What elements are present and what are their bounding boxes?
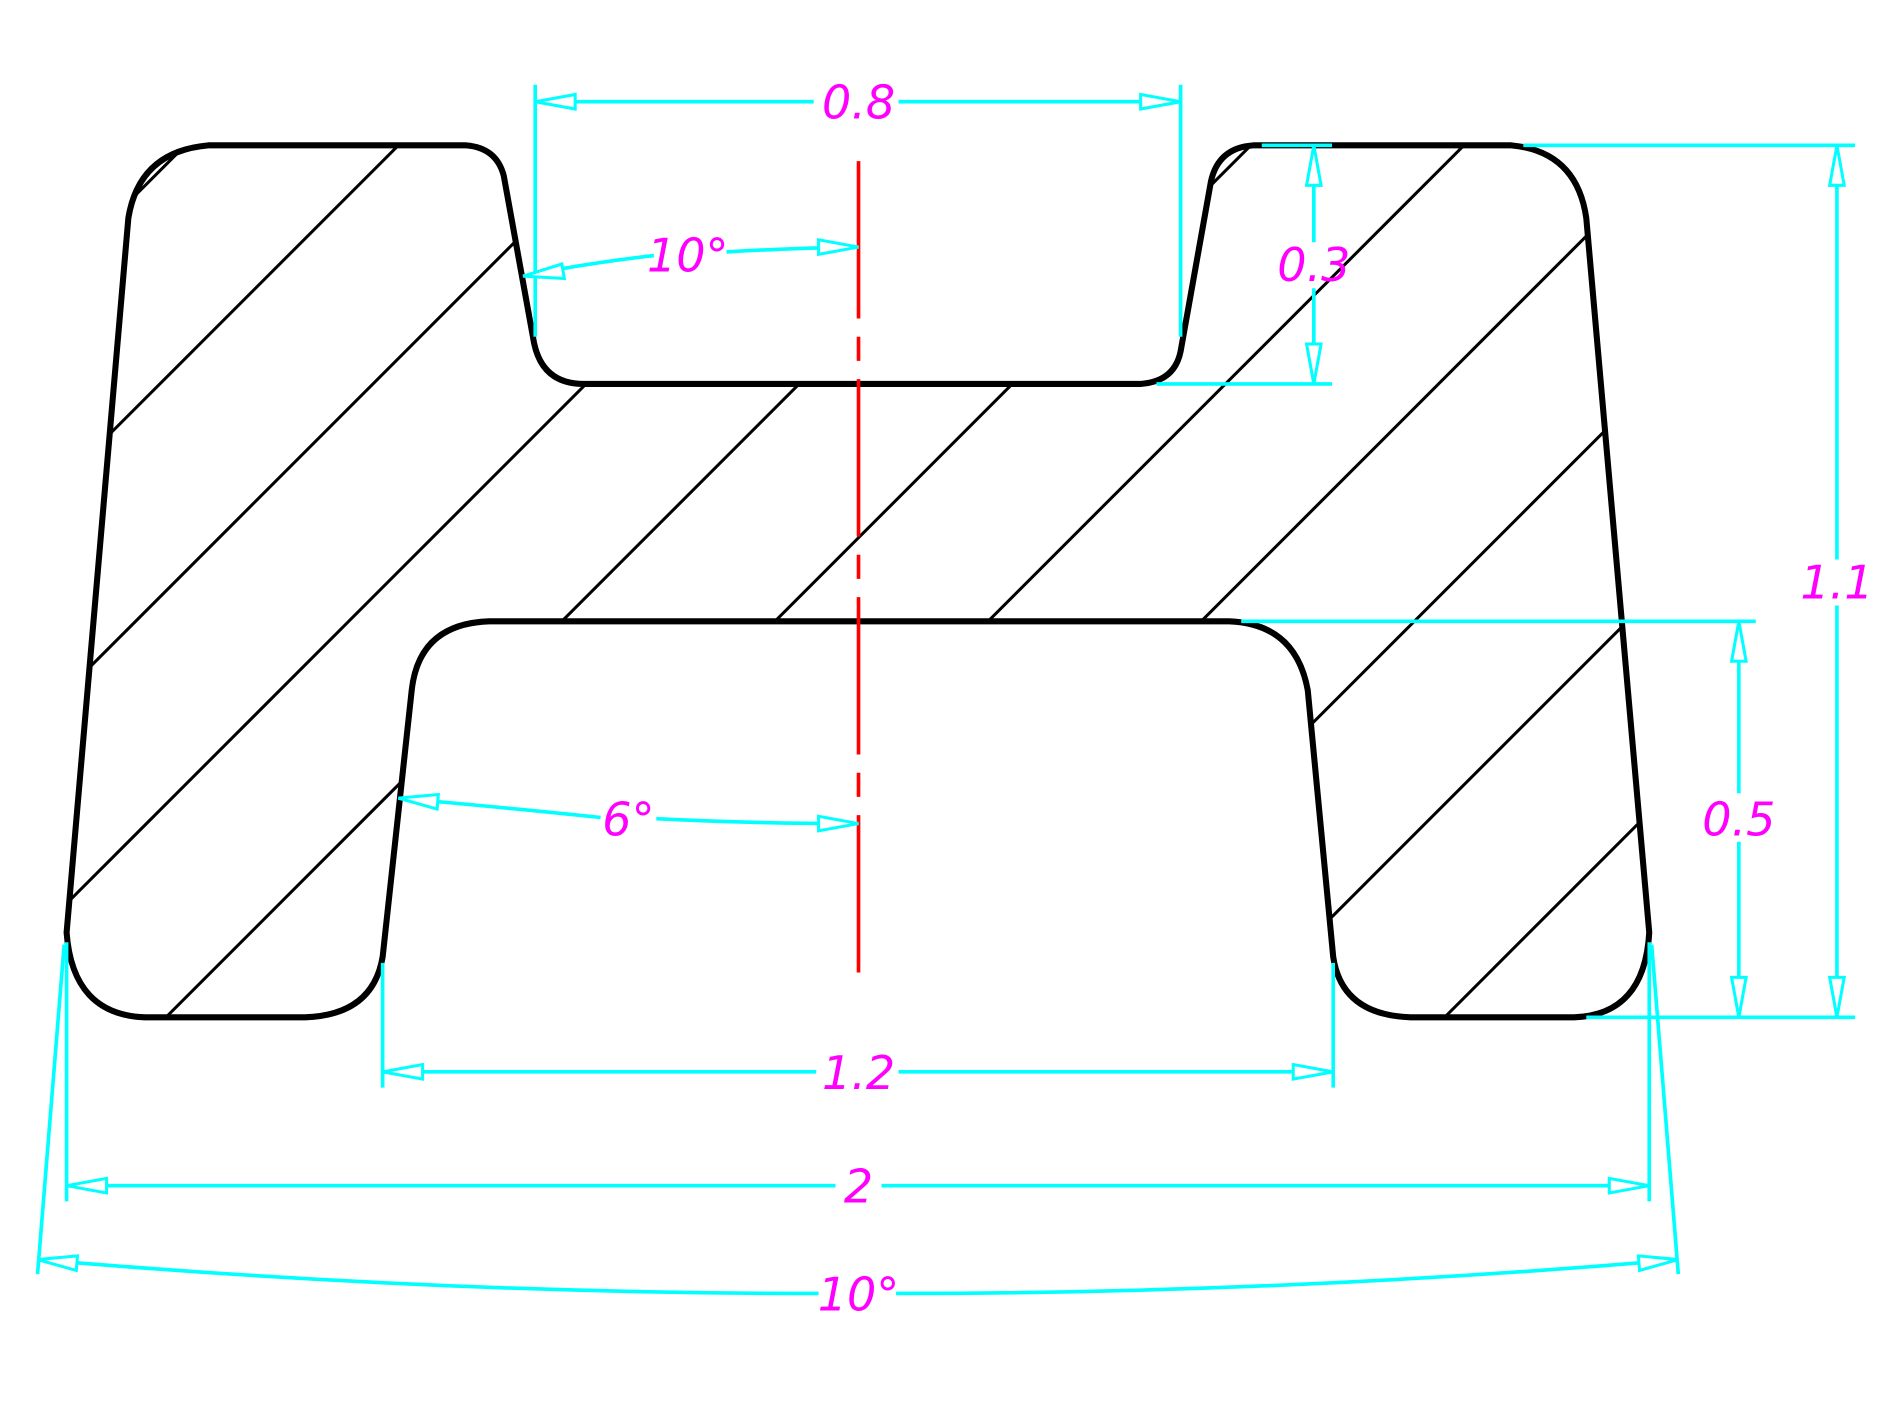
dim-total-width: 2 <box>64 942 1652 1214</box>
dim-bottom-opening-width: 1.2 <box>380 962 1336 1100</box>
hatch-line <box>66 145 424 1018</box>
dim-bottom-opening-height: 0.5 <box>1241 619 1775 1018</box>
hatch-line <box>305 145 1277 1018</box>
dim-label-10deg-taper: 10° <box>818 1267 900 1321</box>
dim-bottom-groove-angle: 6° <box>397 793 859 847</box>
dim-top-groove-angle: 10° <box>522 228 859 282</box>
hatch-line <box>1157 145 1650 1018</box>
dim-label-2: 2 <box>844 1160 873 1214</box>
hatch-line <box>1370 145 1650 1018</box>
hatch-line <box>66 145 211 1018</box>
hatch-line <box>944 145 1650 1018</box>
dim-top-groove-depth: 0.3 <box>1156 143 1350 386</box>
dim-label-0-5: 0.5 <box>1702 793 1775 847</box>
dim-label-0-8: 0.8 <box>822 76 895 130</box>
dim-top-opening-width: 0.8 <box>533 76 1183 337</box>
dim-label-6deg: 6° <box>602 793 654 847</box>
hatch-line <box>731 145 1650 1018</box>
dim-side-taper-angle: 10° <box>35 944 1681 1321</box>
dim-label-0-3: 0.3 <box>1277 238 1350 292</box>
hatch-line <box>66 145 637 1018</box>
profile-outline <box>63 142 1653 1021</box>
hatch-pattern <box>66 145 1650 1018</box>
dim-label-10deg-top: 10° <box>647 228 729 282</box>
dim-label-1-2: 1.2 <box>822 1046 895 1100</box>
dim-label-1-1: 1.1 <box>1800 555 1873 609</box>
dim-total-height: 1.1 <box>1523 143 1874 1020</box>
